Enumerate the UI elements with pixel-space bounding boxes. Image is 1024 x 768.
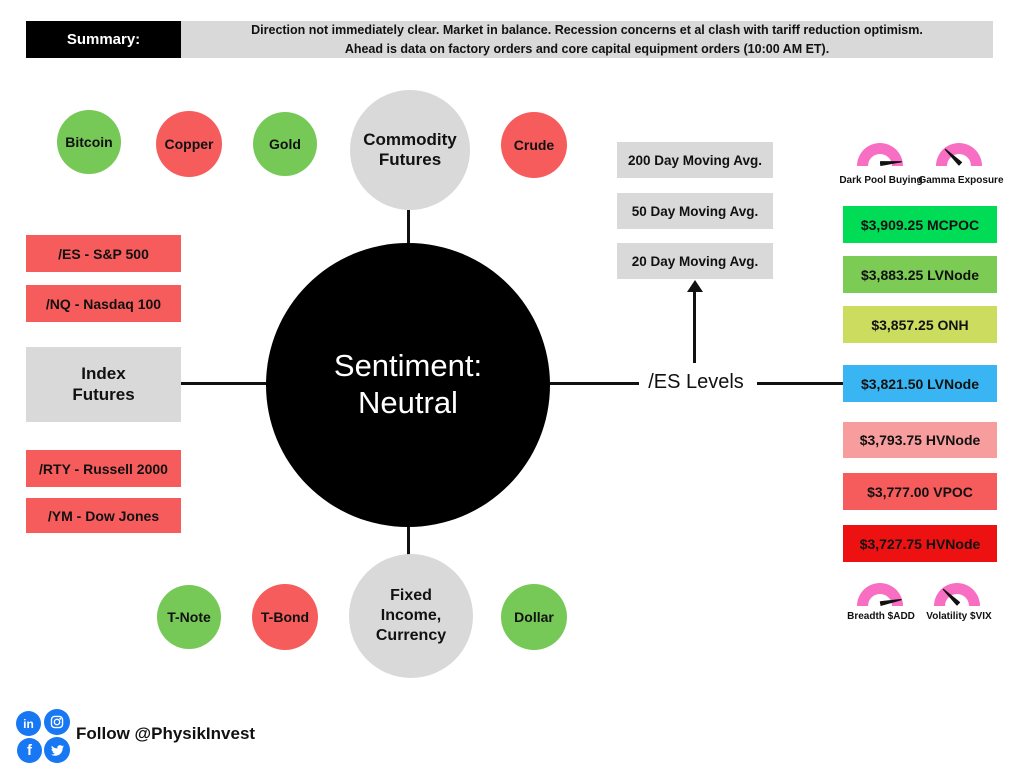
sentiment-circle: Sentiment: Neutral [266, 243, 550, 527]
hub-index-line1: Index [81, 364, 126, 384]
hub-index-futures: Index Futures [26, 347, 181, 422]
node-crude: Crude [501, 112, 567, 178]
facebook-link[interactable]: f [17, 738, 42, 763]
hub-index-line2: Futures [72, 384, 135, 404]
sentiment-line2: Neutral [358, 385, 458, 420]
hub-commodity-futures: Commodity Futures [350, 90, 470, 210]
gauge-label-dark-pool-buying: Dark Pool Buying [839, 175, 923, 186]
hub-fixed-income-currency: Fixed Income, Currency [349, 554, 473, 678]
node-rty-russell: /RTY - Russell 2000 [26, 450, 181, 487]
node-bitcoin: Bitcoin [57, 110, 121, 174]
level-mcpoc-3909: $3,909.25 MCPOC [843, 206, 997, 243]
hub-commodity-line2: Futures [378, 150, 442, 169]
summary-label: Summary: [26, 21, 181, 58]
arrow-head [687, 280, 703, 292]
connector-center-to-fixed-income [407, 527, 410, 556]
gauge-volatility-vix [934, 583, 980, 606]
gauge-gamma-exposure [936, 143, 982, 166]
connector-index-to-center [181, 382, 267, 385]
ma-200-day: 200 Day Moving Avg. [617, 142, 773, 178]
arrow-line [693, 290, 696, 363]
linkedin-link[interactable]: in [16, 711, 41, 736]
sentiment-line1: Sentiment: [333, 348, 483, 384]
level-lvnode-3883: $3,883.25 LVNode [843, 256, 997, 293]
summary-box: Direction not immediately clear. Market … [181, 21, 993, 58]
gauge-dark-pool-buying [857, 143, 903, 166]
ma-20-day: 20 Day Moving Avg. [617, 243, 773, 279]
connector-commodity-to-center [407, 210, 410, 244]
level-onh-3857: $3,857.25 ONH [843, 306, 997, 343]
follow-text: Follow @PhysikInvest [76, 724, 256, 743]
gauge-arc [857, 143, 903, 166]
hub-fixed-line3: Currency [375, 627, 447, 644]
connector-es-levels-to-column [757, 382, 843, 385]
twitter-link[interactable] [44, 737, 70, 763]
node-dollar: Dollar [501, 584, 567, 650]
level-vpoc-3777: $3,777.00 VPOC [843, 473, 997, 510]
level-hvnode-3793: $3,793.75 HVNode [843, 422, 997, 458]
instagram-link[interactable] [44, 709, 70, 735]
summary-text-line1: Direction not immediately clear. Market … [251, 23, 923, 38]
node-nq-nasdaq: /NQ - Nasdaq 100 [26, 285, 181, 322]
gauge-label-gamma-exposure: Gamma Exposure [918, 175, 1004, 186]
node-tnote: T-Note [157, 585, 221, 649]
summary-text-line2: Ahead is data on factory orders and core… [344, 41, 830, 56]
twitter-icon [50, 744, 64, 756]
connector-center-to-es-levels [550, 382, 639, 385]
hub-commodity-line1: Commodity [363, 129, 457, 149]
es-levels-label: /ES Levels [648, 371, 744, 393]
gauge-breadth-add [857, 583, 903, 606]
hub-fixed-line2: Income, [380, 607, 442, 624]
instagram-icon [50, 715, 64, 729]
level-lvnode-3821: $3,821.50 LVNode [843, 365, 997, 402]
gauge-label-volatility-vix: Volatility $VIX [926, 611, 992, 622]
node-es-sp500: /ES - S&P 500 [26, 235, 181, 272]
linkedin-icon: in [23, 716, 34, 731]
node-copper: Copper [156, 111, 222, 177]
node-gold: Gold [253, 112, 317, 176]
level-hvnode-3727: $3,727.75 HVNode [843, 525, 997, 562]
node-ym-dowjones: /YM - Dow Jones [26, 498, 181, 533]
ma-50-day: 50 Day Moving Avg. [617, 193, 773, 229]
facebook-icon: f [27, 742, 32, 759]
node-tbond: T-Bond [252, 584, 318, 650]
hub-fixed-line1: Fixed [390, 587, 432, 604]
gauge-label-breadth-add: Breadth $ADD [847, 611, 915, 622]
